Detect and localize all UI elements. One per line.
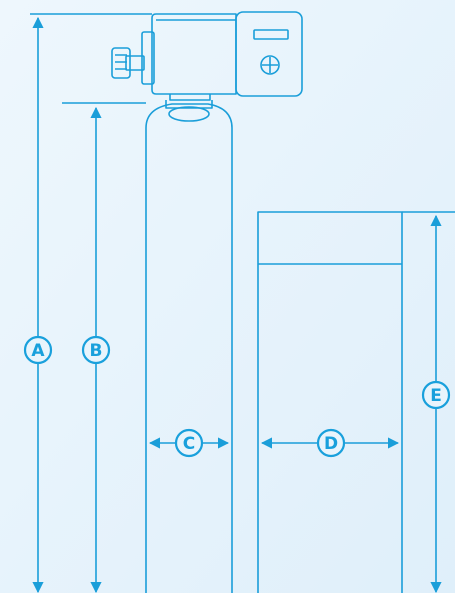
tank-opening [168, 106, 210, 122]
tank-body [145, 103, 233, 593]
valve-side-panel [141, 31, 155, 85]
brine-lid [257, 211, 403, 593]
dimension-a-text: A [31, 341, 45, 361]
dial-icon-cross [262, 57, 278, 73]
bypass-knob-grip [115, 54, 127, 70]
dimension-e-badge [421, 380, 451, 410]
dimension-a-label: A [23, 335, 53, 365]
bypass-knob [111, 47, 131, 79]
dimension-c-badge [174, 428, 204, 458]
dimension-a-badge [23, 335, 53, 365]
valve-connector [169, 94, 211, 101]
dimension-b-text: B [90, 341, 103, 361]
dial-icon [260, 55, 280, 75]
dimension-d-badge [316, 428, 346, 458]
dimension-b-label: B [81, 335, 111, 365]
control-face [235, 11, 303, 97]
control-valve [111, 11, 303, 101]
dimension-d-text: D [324, 434, 338, 454]
dimension-c-label: C [174, 428, 204, 458]
mineral-tank [145, 100, 233, 593]
dimension-d-label: D [316, 428, 346, 458]
brine-tank [257, 211, 403, 593]
dimension-c-text: C [183, 434, 195, 454]
dimension-e-text: E [430, 386, 442, 406]
bypass-stem [125, 55, 145, 71]
valve-body [151, 13, 237, 95]
dimension-b-badge [81, 335, 111, 365]
display-screen [253, 29, 289, 40]
dimension-e-label: E [421, 380, 451, 410]
